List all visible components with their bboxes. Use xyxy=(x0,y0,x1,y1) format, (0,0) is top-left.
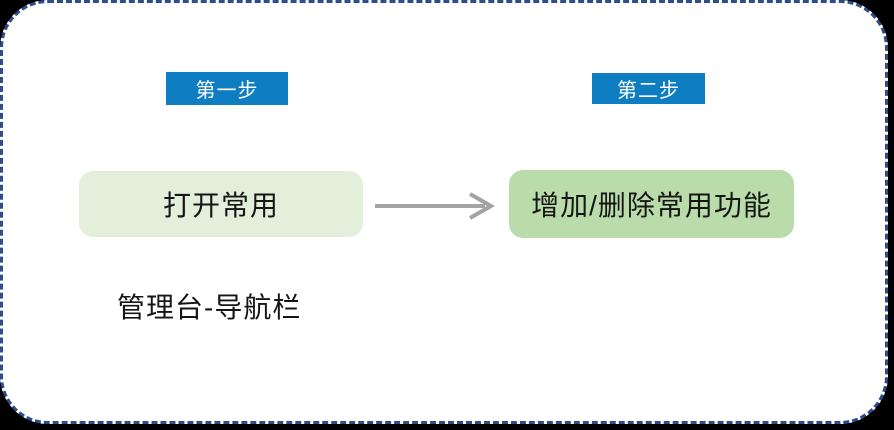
step2-box: 增加/删除常用功能 xyxy=(509,170,794,238)
right-arrow-icon xyxy=(375,192,496,220)
step1-label: 第一步 xyxy=(166,72,288,105)
diagram-card: 第一步 第二步 打开常用 增加/删除常用功能 管理台-导航栏 xyxy=(0,0,888,424)
step1-box: 打开常用 xyxy=(79,171,363,237)
diagram-caption: 管理台-导航栏 xyxy=(117,292,302,323)
step2-label: 第二步 xyxy=(592,73,705,104)
